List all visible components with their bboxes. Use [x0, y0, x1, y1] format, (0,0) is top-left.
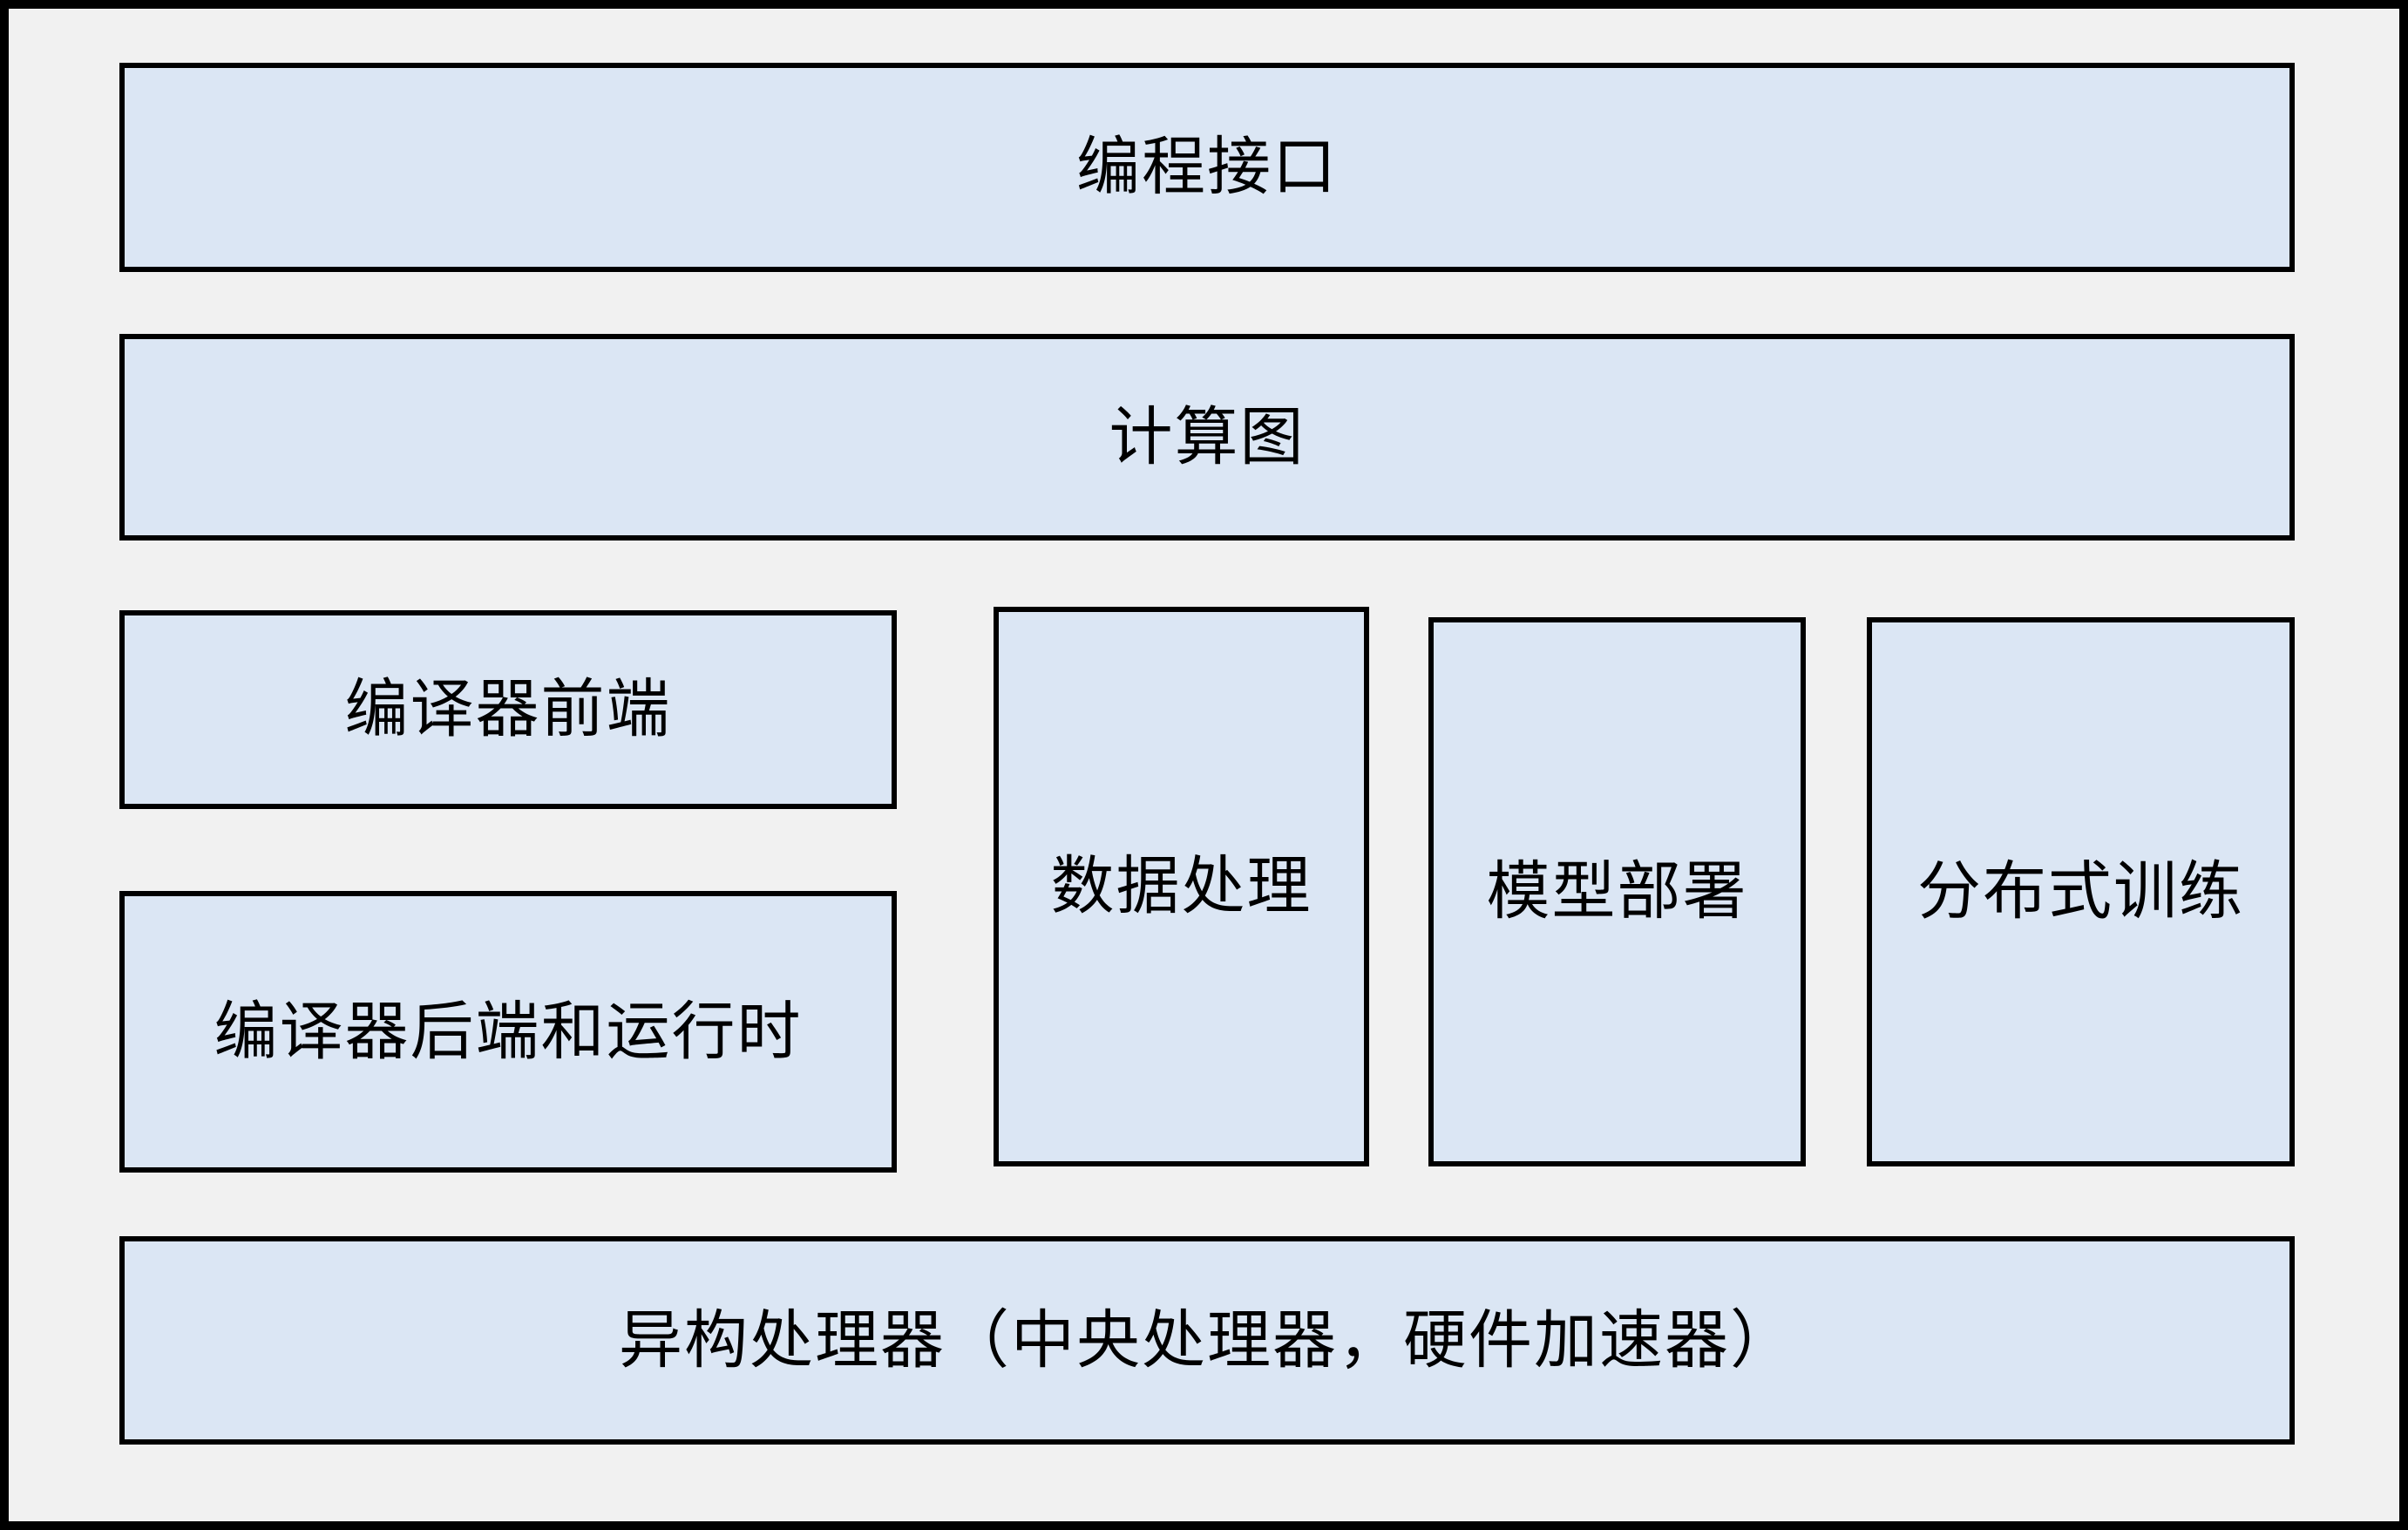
layer-computational-graph: 计算图 [119, 334, 2295, 541]
layer-model-deployment: 模型部署 [1428, 617, 1806, 1166]
layer-data-processing: 数据处理 [994, 607, 1369, 1166]
layer-heterogeneous-processors: 异构处理器（中央处理器，硬件加速器） [119, 1236, 2295, 1445]
layer-distributed-training: 分布式训练 [1867, 617, 2295, 1166]
layer-compiler-backend-runtime: 编译器后端和运行时 [119, 891, 897, 1173]
layer-programming-interface: 编程接口 [119, 63, 2295, 272]
layer-compiler-frontend: 编译器前端 [119, 610, 897, 809]
